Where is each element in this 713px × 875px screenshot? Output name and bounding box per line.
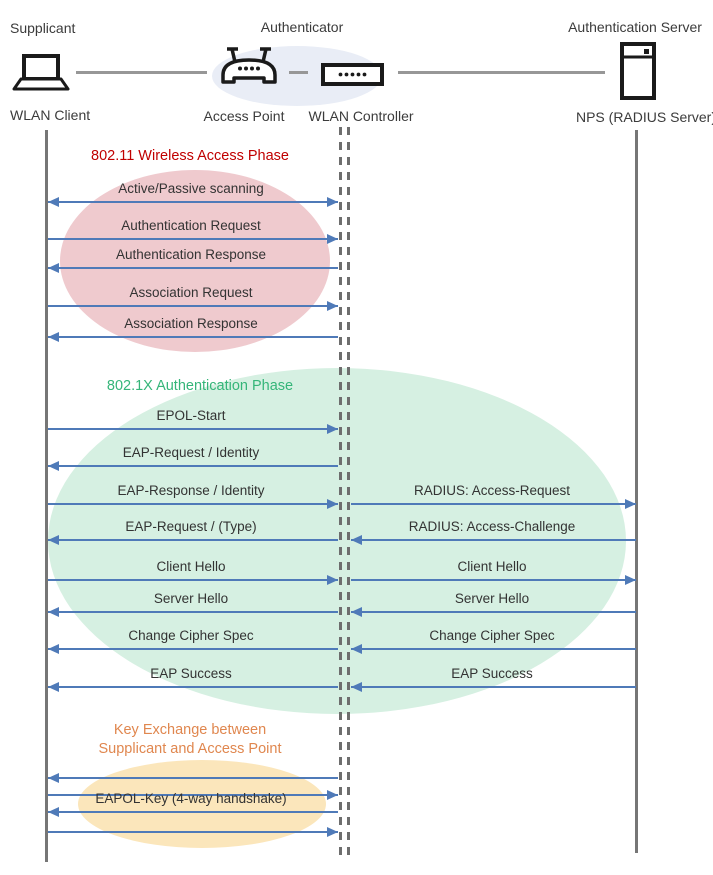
message-arrow bbox=[351, 607, 636, 617]
message-label: Client Hello bbox=[457, 559, 527, 574]
role-label-authentication-server: Authentication Server bbox=[568, 19, 702, 35]
message-arrow bbox=[351, 644, 636, 654]
arrowhead-left-icon bbox=[351, 535, 362, 545]
arrowhead-left-icon bbox=[48, 535, 59, 545]
message-arrow bbox=[48, 499, 338, 509]
message-arrow bbox=[48, 234, 338, 244]
arrowhead-left-icon bbox=[48, 807, 59, 817]
role-label-authenticator: Authenticator bbox=[260, 19, 344, 35]
arrowhead-left-icon bbox=[48, 461, 59, 471]
arrowhead-left-icon bbox=[48, 644, 59, 654]
message-label: EAP Success bbox=[150, 666, 232, 681]
message-arrow bbox=[351, 575, 636, 585]
laptop-icon bbox=[12, 53, 70, 93]
message-arrow bbox=[48, 827, 338, 837]
message-label: Association Request bbox=[129, 285, 253, 300]
connector-client-ap bbox=[76, 71, 207, 74]
arrowhead-left-icon bbox=[351, 644, 362, 654]
message-arrow bbox=[48, 461, 338, 471]
message-label: Authentication Request bbox=[121, 218, 261, 233]
message-arrow bbox=[48, 773, 338, 783]
phase-title-keyexchange: Key Exchange between Supplicant and Acce… bbox=[99, 721, 282, 759]
message-label: Change Cipher Spec bbox=[429, 628, 555, 643]
message-label: EPOL-Start bbox=[156, 408, 226, 423]
arrowhead-right-icon bbox=[327, 827, 338, 837]
arrowhead-right-icon bbox=[327, 790, 338, 800]
message-arrow bbox=[48, 682, 338, 692]
message-label: RADIUS: Access-Request bbox=[413, 483, 571, 498]
message-arrow bbox=[48, 607, 338, 617]
message-arrow bbox=[48, 575, 338, 585]
message-label: Active/Passive scanning bbox=[118, 181, 264, 196]
message-arrow bbox=[351, 535, 636, 545]
message-label: Authentication Response bbox=[115, 247, 267, 262]
arrowhead-left-icon bbox=[351, 682, 362, 692]
phase-ellipse-keyexchange bbox=[78, 760, 326, 848]
message-label: RADIUS: Access-Challenge bbox=[408, 519, 576, 534]
phase-title-keyexchange-line2: Supplicant and Access Point bbox=[98, 741, 282, 757]
arrowhead-right-icon bbox=[327, 301, 338, 311]
message-label: Server Hello bbox=[454, 591, 530, 606]
arrowhead-left-icon bbox=[48, 773, 59, 783]
lifeline-nps bbox=[635, 130, 638, 853]
arrowhead-right-icon bbox=[327, 424, 338, 434]
arrowhead-right-icon bbox=[327, 234, 338, 244]
arrowhead-right-icon bbox=[327, 499, 338, 509]
message-arrow bbox=[351, 682, 636, 692]
connector-ap-controller bbox=[289, 71, 308, 74]
phase-title-80211: 802.11 Wireless Access Phase bbox=[91, 148, 289, 164]
phase-title-8021x: 802.1X Authentication Phase bbox=[106, 378, 294, 394]
message-label: EAP-Request / Identity bbox=[122, 445, 260, 460]
arrowhead-left-icon bbox=[351, 607, 362, 617]
message-arrow bbox=[48, 263, 338, 273]
message-label: EAPOL-Key (4-way handshake) bbox=[95, 791, 287, 806]
message-arrow bbox=[48, 790, 338, 800]
lifeline-wlan-controller-2 bbox=[347, 127, 350, 856]
arrowhead-left-icon bbox=[48, 682, 59, 692]
wlan-controller-icon bbox=[321, 63, 384, 86]
message-arrow bbox=[48, 424, 338, 434]
message-label: EAP-Request / (Type) bbox=[125, 519, 257, 534]
message-arrow bbox=[48, 197, 338, 207]
device-label-wlan-client: WLAN Client bbox=[10, 107, 91, 123]
message-label: Server Hello bbox=[153, 591, 229, 606]
message-arrow bbox=[48, 535, 338, 545]
message-label: EAP Success bbox=[451, 666, 533, 681]
arrowhead-right-icon bbox=[625, 575, 636, 585]
arrowhead-right-icon bbox=[327, 575, 338, 585]
message-arrow bbox=[48, 301, 338, 311]
device-label-access-point: Access Point bbox=[203, 108, 285, 124]
message-label: Client Hello bbox=[156, 559, 226, 574]
message-label: Association Response bbox=[124, 316, 258, 331]
message-arrow bbox=[48, 332, 338, 342]
lifeline-wlan-client bbox=[45, 130, 48, 862]
arrowhead-left-icon bbox=[48, 332, 59, 342]
lifeline-wlan-controller-1 bbox=[339, 127, 342, 856]
arrowhead-right-icon bbox=[327, 197, 338, 207]
message-label: EAP-Response / Identity bbox=[117, 483, 265, 498]
phase-ellipse-80211 bbox=[60, 170, 330, 352]
message-arrow bbox=[48, 807, 338, 817]
connector-controller-server bbox=[398, 71, 605, 74]
arrowhead-left-icon bbox=[48, 263, 59, 273]
message-arrow bbox=[351, 499, 636, 509]
access-point-icon bbox=[218, 45, 280, 93]
message-arrow bbox=[48, 644, 338, 654]
arrowhead-right-icon bbox=[625, 499, 636, 509]
message-label: Change Cipher Spec bbox=[128, 628, 254, 643]
server-icon bbox=[620, 42, 656, 100]
device-label-wlan-controller: WLAN Controller bbox=[308, 108, 414, 124]
arrowhead-left-icon bbox=[48, 197, 59, 207]
arrowhead-left-icon bbox=[48, 607, 59, 617]
phase-title-keyexchange-line1: Key Exchange between bbox=[113, 722, 267, 738]
role-label-supplicant: Supplicant bbox=[10, 20, 76, 36]
device-label-nps: NPS (RADIUS Server) bbox=[575, 109, 713, 125]
